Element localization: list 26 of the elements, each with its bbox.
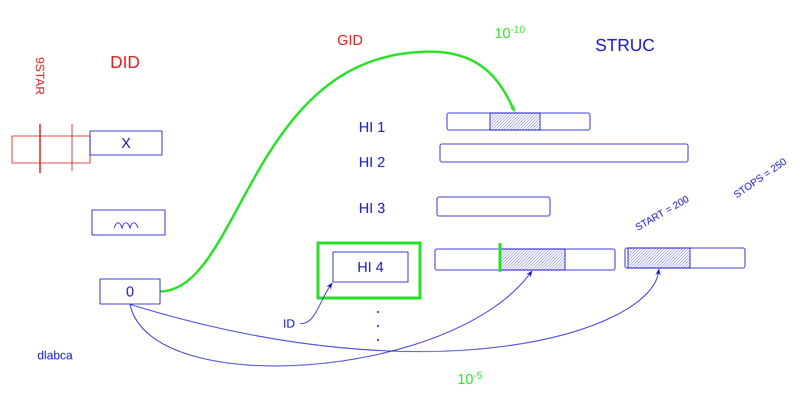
cell-box	[92, 210, 166, 236]
hatched-segment	[500, 248, 566, 270]
struct-bar	[434, 248, 616, 270]
cell-box: X	[90, 130, 162, 156]
edge-label: 10$^{-5}$	[456, 370, 484, 386]
handwritten-label: dlabca	[38, 350, 73, 360]
struct-bar	[440, 144, 688, 162]
rotated-label: 9STAR	[36, 58, 44, 94]
handwritten-label: HI 1	[360, 122, 384, 132]
handwritten-label: STRUC	[596, 38, 654, 52]
cell-box: 0	[100, 278, 160, 304]
struct-bar	[436, 196, 550, 216]
id-box: HI 4	[332, 252, 408, 282]
hatched-segment	[490, 112, 540, 130]
handwritten-label: GID	[338, 34, 362, 46]
handwritten-label: HI 2	[360, 156, 384, 168]
grid-box	[12, 136, 90, 164]
hatched-segment	[628, 248, 690, 268]
edge-label: 10$^{-10}$	[494, 24, 526, 40]
handwritten-label: DID	[112, 56, 140, 68]
highlight-box	[316, 242, 422, 300]
struct-bar	[446, 112, 590, 130]
arrow	[160, 50, 515, 293]
handwritten-label: HI 3	[360, 202, 385, 214]
bare-text: ID	[284, 319, 294, 328]
struct-bar	[624, 248, 746, 268]
